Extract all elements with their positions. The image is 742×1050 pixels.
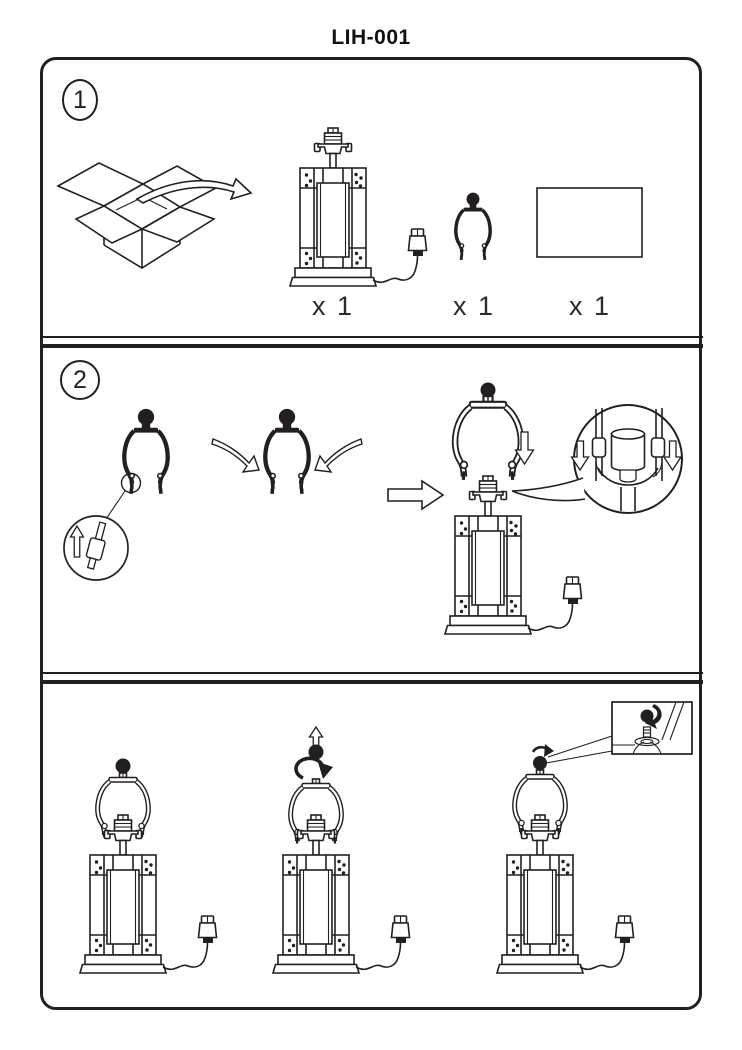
step-2-number: 2: [60, 360, 100, 400]
step-2-label: 2: [73, 365, 87, 394]
qty-harp: x 1: [452, 291, 496, 321]
panel-step-1: [56, 127, 643, 287]
up-arrow-icon: [69, 524, 85, 558]
qty-shade-box: x 1: [568, 291, 612, 321]
harp-with-ferrule-callout: [105, 409, 168, 520]
harp-part-illustration: [454, 190, 492, 262]
finial-unscrew-figure: [272, 725, 411, 974]
up-arrow-icon: [308, 725, 324, 747]
instruction-border: [40, 57, 702, 1010]
panel-divider-2: [42, 672, 703, 684]
rotate-arrowhead-icon: [318, 762, 333, 779]
squeeze-arrow-left-icon: [211, 438, 260, 473]
assembled-lamp-figure: [79, 758, 218, 974]
squeeze-arrows-figure: [211, 409, 363, 494]
step-1-label: 1: [73, 85, 87, 114]
down-arrow-left-icon: [570, 440, 590, 472]
panel-step-3: [79, 701, 693, 974]
shade-box-illustration: [536, 187, 643, 258]
down-arrow-right-icon: [662, 440, 683, 472]
transfer-arrow-icon: [135, 177, 253, 204]
lamp-base-illustration: [289, 127, 428, 287]
finial-screw-on-figure: [496, 735, 635, 974]
right-arrow-icon: [387, 479, 445, 511]
panel-divider-1: [42, 336, 703, 348]
step-1-number: 1: [62, 79, 98, 121]
rotate-arrowhead-icon: [544, 744, 554, 757]
open-box-illustration: [56, 162, 218, 269]
ferrule-detail-circle: [63, 515, 129, 581]
harp-lowering-figure: [444, 382, 583, 635]
panel-step-2: [63, 382, 683, 635]
squeeze-arrow-right-icon: [314, 438, 363, 473]
down-arrow-icon: [514, 431, 535, 466]
socket-detail-magnifier: [511, 404, 683, 514]
page-title: LIH-001: [331, 26, 411, 49]
qty-lamp-base: x 1: [311, 291, 355, 321]
finial-detail-inset: [611, 701, 693, 755]
